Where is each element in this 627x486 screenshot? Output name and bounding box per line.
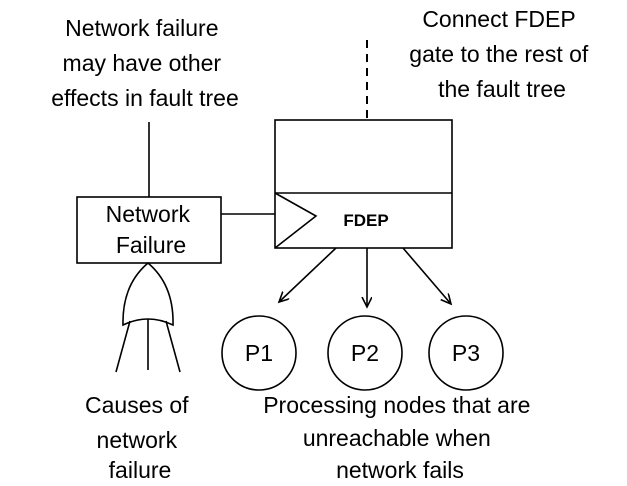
node-p3: [428, 315, 504, 391]
node-p3-label: P3: [452, 340, 480, 366]
node-p1-label: P1: [245, 340, 273, 366]
dependency-arrow-p3: [402, 247, 451, 304]
node-p1: [221, 315, 297, 391]
processing-nodes-annotation: Processing nodes that are unreachable wh…: [263, 392, 537, 483]
fdep-gate: [274, 119, 453, 249]
network-failure-label: Network Failure: [106, 201, 197, 258]
or-gate-icon: [122, 261, 174, 327]
fdep-label: FDEP: [343, 211, 388, 230]
dependency-arrow-p1: [279, 247, 337, 302]
trigger-triangle-icon: [274, 192, 318, 249]
node-p2: [327, 315, 403, 391]
network-effects-annotation: Network failure may have other effects i…: [51, 15, 239, 111]
connect-fdep-annotation: Connect FDEP gate to the rest of the fau…: [409, 6, 594, 102]
cause-input-line-3: [165, 320, 181, 373]
node-p2-label: P2: [351, 340, 379, 366]
cause-input-line-1: [115, 320, 131, 373]
causes-annotation: Causes of network failure: [85, 392, 195, 483]
